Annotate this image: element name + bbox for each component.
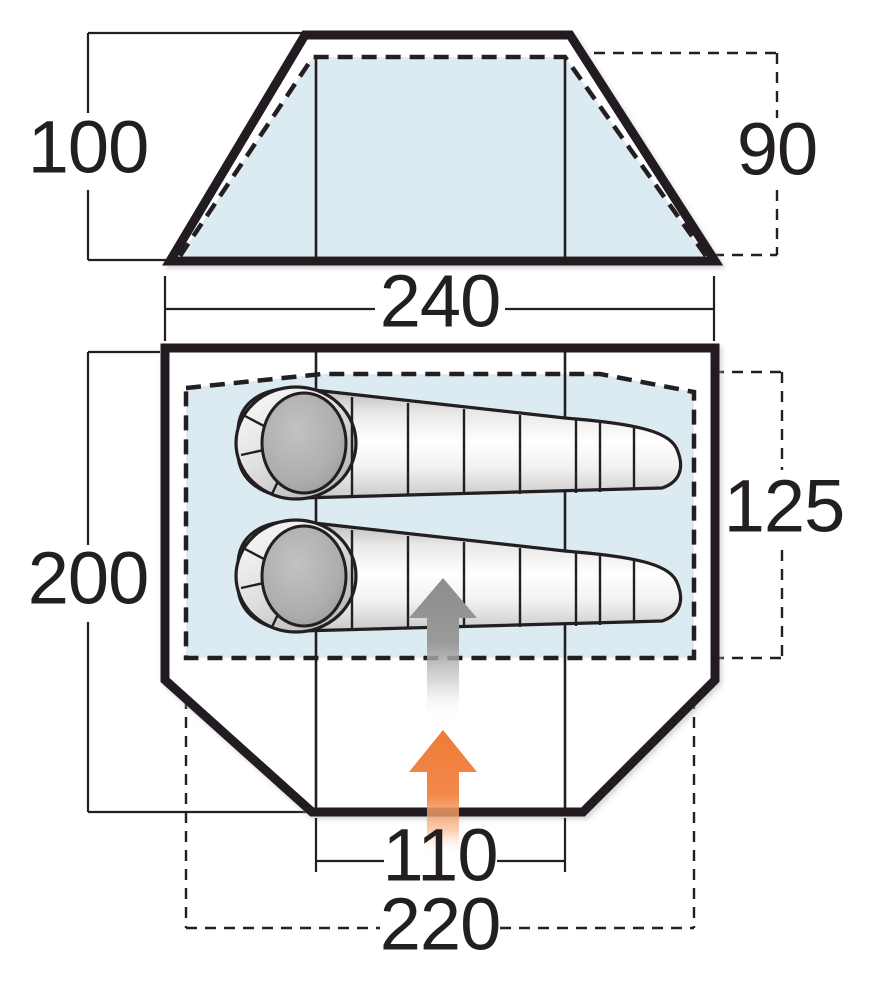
orange-up-arrow-icon bbox=[409, 730, 477, 855]
elevation-inner-dashed-outline bbox=[178, 54, 708, 258]
dimension-label-100: 100 bbox=[28, 106, 148, 189]
floorplan-inner-dashed-outline bbox=[183, 371, 697, 661]
dimension-label-220: 220 bbox=[380, 883, 500, 966]
sleeping-bag-lower bbox=[234, 518, 683, 634]
elevation-view: 100 90 bbox=[28, 30, 818, 343]
dimension-label-240: 240 bbox=[380, 260, 500, 343]
gray-up-arrow-icon bbox=[409, 578, 477, 722]
sleeping-bag-lower-opening bbox=[260, 524, 348, 628]
dimension-height-90: 90 bbox=[575, 51, 818, 257]
dimension-label-200: 200 bbox=[28, 537, 148, 620]
dimension-width-125: 125 bbox=[694, 370, 845, 660]
floorplan-view: 200 125 220 bbox=[28, 343, 845, 966]
dimension-width-220: 220 bbox=[184, 660, 696, 966]
sleeping-bag-upper-opening bbox=[260, 391, 348, 495]
elevation-inner-fill bbox=[180, 57, 706, 256]
dimension-length-200: 200 bbox=[28, 350, 310, 814]
dimension-label-90: 90 bbox=[737, 108, 817, 191]
entrance-arrow bbox=[409, 730, 477, 855]
dimension-label-110: 110 bbox=[383, 814, 498, 897]
dimension-label-125: 125 bbox=[724, 465, 844, 548]
dimension-door-110: 110 bbox=[314, 814, 567, 897]
sleeping-bag-upper bbox=[234, 385, 683, 501]
dimension-height-100: 100 bbox=[28, 31, 311, 262]
inner-door-arrow bbox=[409, 578, 477, 722]
dimension-width-240: 240 bbox=[163, 260, 716, 343]
